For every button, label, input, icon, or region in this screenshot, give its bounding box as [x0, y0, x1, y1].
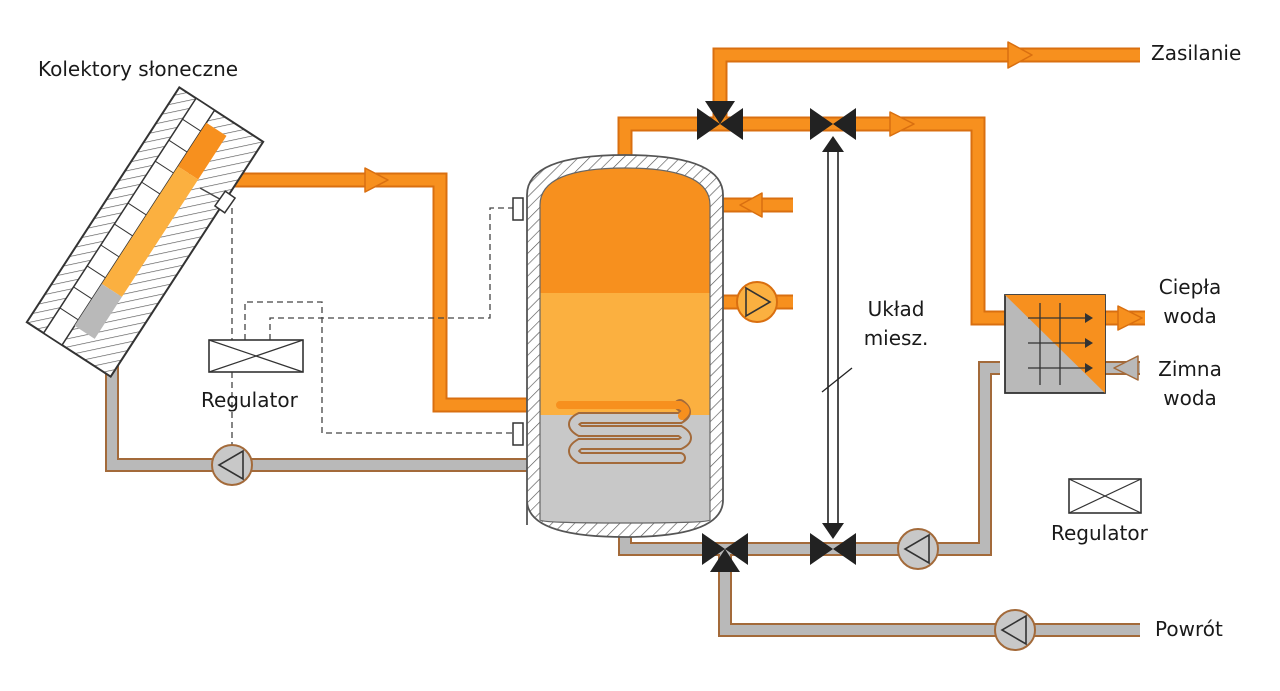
- return-label: Powrót: [1155, 617, 1223, 641]
- mixing-system-label-line2: miesz.: [863, 326, 929, 350]
- solar-collector: [25, 85, 265, 379]
- hot-water-label-line1: Ciepła: [1158, 275, 1222, 299]
- hot-water-label: Ciepła woda: [1153, 273, 1227, 331]
- collector-sensor-icon: [199, 187, 237, 214]
- pump-circulation-icon: [897, 528, 939, 570]
- storage-tank: [526, 154, 724, 538]
- regulator-right-icon: [1068, 478, 1142, 514]
- mixing-system: [821, 136, 853, 539]
- cold-water-label: Zimna woda: [1153, 355, 1227, 413]
- flow-arrow-icon: [1117, 305, 1143, 331]
- regulator-left-label: Regulator: [201, 388, 298, 412]
- pump-solar-icon: [211, 444, 253, 486]
- hot-water-label-line2: woda: [1163, 304, 1217, 328]
- control-wires: [231, 207, 514, 445]
- heating-coil: [556, 399, 692, 464]
- valve-bottom-mixing-icon: [810, 533, 856, 565]
- tank-top-sensor-icon: [512, 197, 524, 221]
- flow-arrow-icon: [739, 192, 763, 218]
- supply-label: Zasilanie: [1151, 41, 1242, 65]
- flow-arrow-icon: [1113, 355, 1139, 381]
- valve-bottom-left-icon: [702, 533, 748, 572]
- valve-top-mixing-icon: [810, 108, 856, 140]
- flow-arrow-icon: [364, 167, 389, 193]
- pump-return-icon: [994, 609, 1036, 651]
- valve-top-left-icon: [697, 101, 743, 140]
- regulator-right-label: Regulator: [1051, 521, 1148, 545]
- tank-bottom-sensor-icon: [512, 422, 524, 446]
- flow-arrows: [364, 41, 1143, 381]
- pump-dhw-icon: [736, 281, 778, 323]
- mixing-system-label: Układ miesz.: [853, 295, 939, 353]
- solar-collectors-label: Kolektory słoneczne: [38, 57, 239, 81]
- cold-water-label-line1: Zimna: [1158, 357, 1222, 381]
- flow-arrow-icon: [889, 111, 915, 137]
- mixing-system-label-line1: Układ: [867, 297, 925, 321]
- regulator-left-icon: [208, 339, 304, 373]
- cold-water-label-line2: woda: [1163, 386, 1217, 410]
- heat-exchanger: [1004, 294, 1106, 394]
- flow-arrow-icon: [1007, 41, 1033, 69]
